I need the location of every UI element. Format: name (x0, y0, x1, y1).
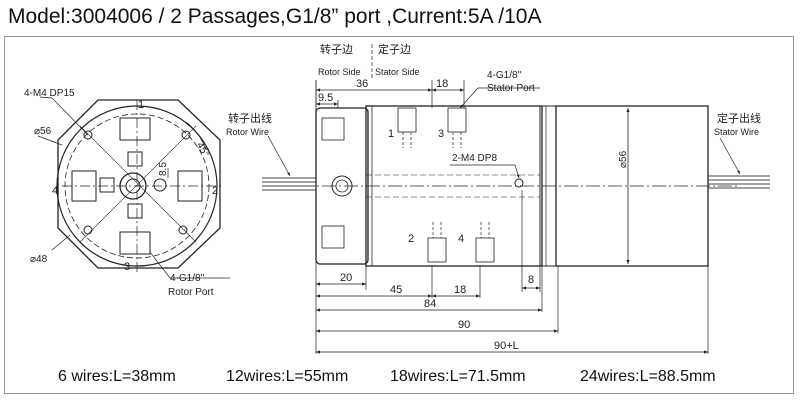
wire-length-24: 24wires:L=88.5mm (580, 368, 716, 385)
front-angle: 45° (194, 141, 211, 160)
stator-wires (708, 175, 770, 189)
front-small-port-top (127, 151, 143, 167)
wire-length-18: 18wires:L=71.5mm (390, 368, 526, 385)
side-port-label-1: 1 (388, 128, 394, 140)
side-port-label-2: 2 (408, 233, 414, 245)
wire-length-12: 12wires:L=55mm (226, 368, 349, 385)
front-port-label-3: 3 (124, 261, 130, 273)
front-mount-hole (178, 225, 188, 235)
dim-36: 36 (356, 78, 368, 90)
front-port-block-3 (119, 231, 151, 255)
front-view (37, 96, 230, 279)
rotor-wire-en: Rotor Wire (226, 127, 269, 137)
dim-18-top: 18 (436, 78, 448, 90)
side-dia: ⌀56 (618, 150, 629, 168)
stator-wire-en: Stator Wire (714, 127, 759, 137)
stator-port-label: Stator Port (487, 83, 535, 94)
dim-90: 90 (458, 319, 470, 331)
side-mount-hole (514, 178, 524, 188)
front-center-offset: 8.5 (158, 162, 169, 176)
side-hole-note: 2-M4 DP8 (452, 153, 497, 164)
dim-20: 20 (340, 272, 352, 284)
front-outer-dia: ⌀56 (34, 126, 52, 137)
stator-side-en: Stator Side (375, 67, 420, 77)
side-view (300, 105, 740, 267)
side-port-label-3: 3 (438, 128, 444, 140)
front-small-port-bottom (127, 203, 143, 219)
dim-45: 45 (390, 284, 402, 296)
front-small-port-right (153, 178, 167, 192)
front-mount-hole (181, 130, 191, 140)
stator-port-note: 4-G1/8" (487, 70, 522, 81)
front-port-block-1 (119, 117, 151, 141)
front-mount-hole (83, 225, 93, 235)
wire-length-6: 6 wires:L=38mm (58, 368, 176, 385)
front-mount-hole (83, 130, 93, 140)
front-small-port-left (99, 177, 115, 193)
front-rotor-port-label: Rotor Port (168, 287, 214, 298)
front-outer-body (57, 99, 221, 269)
front-inner-dia: ⌀48 (30, 254, 48, 265)
side-port-label-4: 4 (458, 233, 464, 245)
front-hole-note: 4-M4 DP15 (24, 88, 75, 99)
front-rotor-port-note: 4-G1/8" (170, 273, 205, 284)
dim-90-plus-l: 90+L (494, 340, 519, 352)
dimension-lines (316, 88, 708, 354)
rotor-wires (262, 177, 316, 191)
front-port-label-1: 1 (138, 99, 144, 111)
stator-wire-cn: 定子出线 (717, 111, 761, 125)
rotor-wire-cn: 转子出线 (228, 111, 272, 125)
side-leaders (267, 44, 741, 354)
dim-8: 8 (528, 274, 534, 286)
dim-9-5: 9.5 (318, 92, 333, 104)
page-title: Model:3004006 / 2 Passages,G1/8” port ,C… (8, 5, 542, 28)
rotor-side-cn: 转子边 (320, 42, 353, 56)
front-port-label-2: 2 (212, 185, 218, 197)
dim-18-bottom: 18 (454, 284, 466, 296)
rotor-side-en: Rotor Side (318, 67, 361, 77)
dim-84: 84 (424, 298, 436, 310)
stator-side-cn: 定子边 (378, 42, 411, 56)
front-port-label-4: 4 (52, 185, 58, 197)
